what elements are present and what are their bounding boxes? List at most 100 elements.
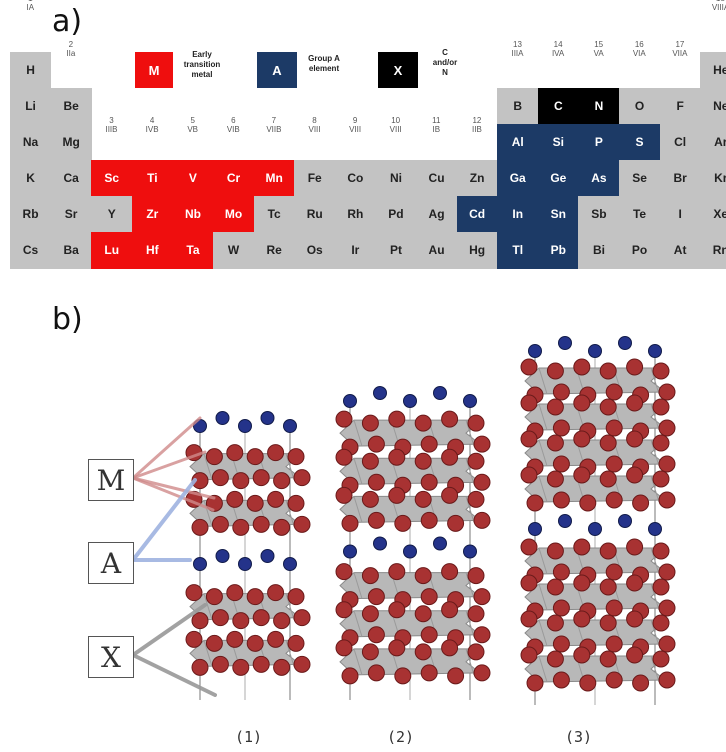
m-atom — [414, 605, 432, 623]
octahedra-slab — [524, 403, 667, 431]
element-cu: Cu — [416, 160, 458, 197]
octahedra-edge — [575, 619, 585, 647]
m-atom — [573, 646, 591, 664]
m-atom — [526, 386, 544, 404]
m-atom — [573, 430, 591, 448]
m-atom — [335, 563, 353, 581]
element-c: C — [537, 88, 579, 125]
m-atom — [526, 494, 544, 512]
m-atom — [367, 664, 385, 682]
element-ba: Ba — [50, 232, 92, 269]
element-n: N — [578, 88, 620, 125]
m-atom — [205, 448, 223, 466]
group-roman: VIII — [349, 125, 362, 134]
m-atom — [341, 591, 359, 609]
element-p: P — [578, 124, 620, 161]
element-mg: Mg — [50, 124, 92, 161]
m-atom — [252, 469, 270, 487]
octahedra-edge — [465, 458, 475, 485]
group-roman: VIIA — [672, 49, 688, 58]
m-atom — [232, 612, 250, 630]
m-atom — [388, 601, 406, 619]
element-k: K — [10, 160, 52, 197]
m-atom — [361, 414, 379, 432]
m-atom — [632, 566, 650, 584]
m-atom — [652, 362, 670, 380]
octahedra-edge — [650, 619, 660, 647]
m-atom — [573, 538, 591, 556]
m-atom — [473, 473, 491, 491]
legend-text-x: C and/or N — [425, 48, 465, 78]
m-pointer — [131, 450, 207, 480]
octahedra-edge — [390, 610, 400, 637]
element-v: V — [172, 160, 214, 197]
group-number: 2 — [68, 40, 74, 49]
group-roman: IVA — [551, 49, 565, 58]
m-atom — [632, 602, 650, 620]
m-atom — [599, 542, 617, 560]
m-atom — [467, 605, 485, 623]
legend-text-m-2: transition — [183, 60, 221, 69]
m-atom — [520, 574, 538, 592]
m-atom — [473, 435, 491, 453]
m-atom — [293, 469, 311, 487]
m-atom — [252, 609, 270, 627]
m-atom — [652, 398, 670, 416]
m-atom — [394, 629, 412, 647]
octahedra-edge — [353, 496, 363, 523]
m-atom — [447, 476, 465, 494]
octahedra-slab — [524, 583, 667, 611]
octahedra-edge — [428, 572, 438, 599]
group-roman: VIB — [226, 125, 240, 134]
octahedra-slab — [524, 547, 667, 575]
m-atom — [335, 448, 353, 466]
a-atom — [528, 522, 542, 536]
octahedra-edge — [613, 439, 623, 467]
m-atom — [441, 563, 459, 581]
octahedra-edge — [575, 475, 585, 503]
m-atom — [626, 646, 644, 664]
m-atom — [658, 419, 676, 437]
m-atom — [226, 444, 244, 462]
m-atom — [341, 476, 359, 494]
octahedra-slab — [189, 499, 302, 527]
a-atom — [648, 522, 662, 536]
element-tc: Tc — [253, 196, 295, 233]
x-pointer — [131, 653, 217, 697]
m-atom — [520, 538, 538, 556]
octahedra-edge — [613, 655, 623, 683]
m-atom — [420, 664, 438, 682]
m-atom — [652, 614, 670, 632]
m-atom — [605, 491, 623, 509]
m-atom — [520, 394, 538, 412]
m-atom — [605, 455, 623, 473]
m-atom — [361, 605, 379, 623]
m-atom — [520, 358, 538, 376]
m-atom — [579, 638, 597, 656]
m-atom — [226, 630, 244, 648]
octahedra-edge — [538, 655, 548, 683]
m-atom — [394, 514, 412, 532]
a-atom — [215, 549, 230, 563]
m-atom — [252, 515, 270, 533]
m-atom — [191, 472, 209, 490]
element-cl: Cl — [659, 124, 701, 161]
group-number: 10 — [391, 116, 401, 125]
element-po: Po — [619, 232, 661, 269]
m-atom — [447, 514, 465, 532]
element-ge: Ge — [537, 160, 579, 197]
m-atom — [652, 650, 670, 668]
octahedra-edge — [230, 453, 240, 480]
m-atom — [520, 466, 538, 484]
a-atom — [588, 522, 602, 536]
m-atom — [579, 458, 597, 476]
group-number: 16 — [634, 40, 644, 49]
element-rh: Rh — [334, 196, 376, 233]
m-atom — [632, 386, 650, 404]
octahedra-slab — [339, 495, 482, 523]
element-as: As — [578, 160, 620, 197]
a-atom — [343, 544, 357, 559]
